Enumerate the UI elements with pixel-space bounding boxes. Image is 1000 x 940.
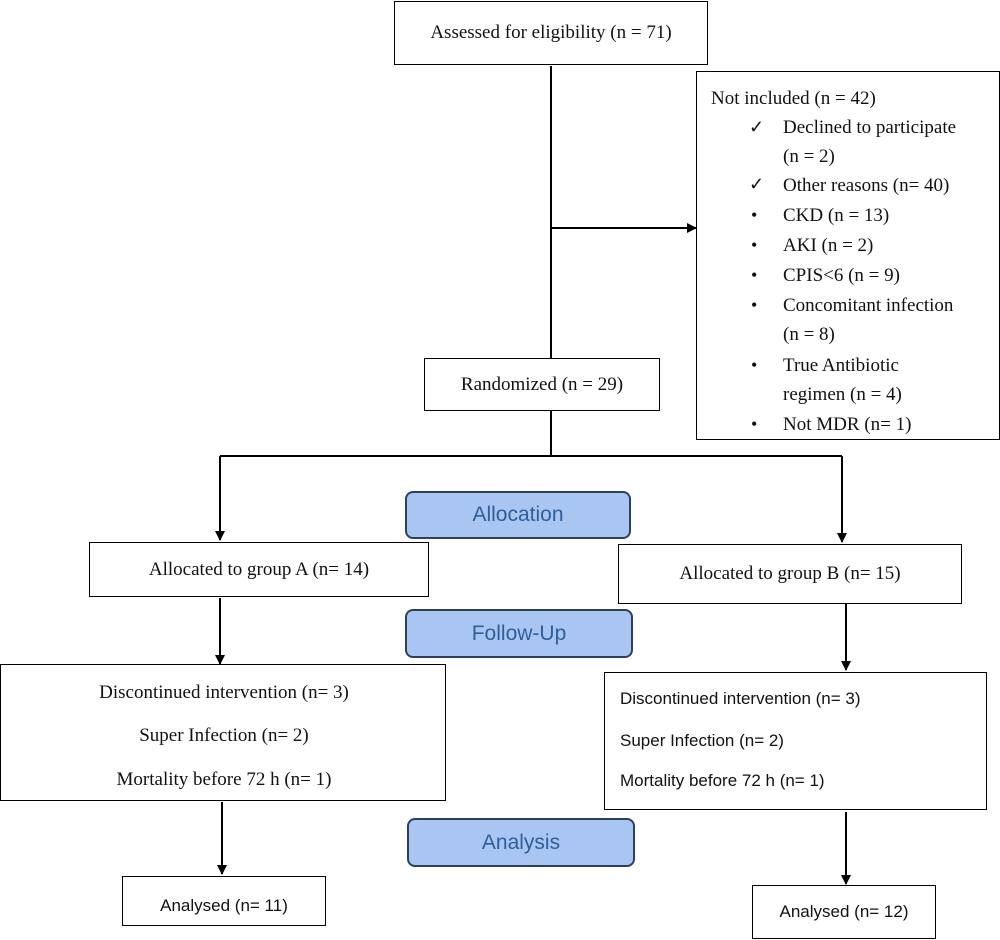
assessed-box: Assessed for eligibility (n = 71) (394, 1, 708, 65)
followup-stage-label: Follow-Up (405, 609, 633, 658)
group-b-super-infection: Super Infection (n= 2) (620, 731, 784, 750)
not-included-box: Not included (n = 42) ✓ Declined to part… (696, 71, 1000, 440)
group-a-followup-box: Discontinued intervention (n= 3) Super I… (0, 664, 446, 801)
group-b-allocation-label: Allocated to group B (n= 15) (679, 563, 901, 584)
group-b-mortality: Mortality before 72 h (n= 1) (620, 771, 825, 790)
group-a-discontinued: Discontinued intervention (n= 3) (99, 682, 349, 703)
group-a-analysed-box: Analysed (n= 11) (122, 876, 326, 926)
check-icon: ✓ (749, 117, 765, 137)
group-b-analysed-box: Analysed (n= 12) (752, 885, 936, 939)
antibiotic-label: True Antibiotic (783, 355, 899, 376)
group-a-super-infection: Super Infection (n= 2) (139, 725, 309, 746)
group-b-allocation-box: Allocated to group B (n= 15) (618, 544, 962, 604)
group-b-analysed-label: Analysed (n= 12) (779, 902, 909, 921)
bullet-icon: • (751, 265, 758, 285)
bullet-icon: • (751, 414, 758, 434)
bullet-icon: • (751, 355, 758, 375)
analysis-stage-label: Analysis (407, 818, 635, 867)
cpis-label: CPIS<6 (n = 9) (783, 265, 900, 286)
group-b-discontinued: Discontinued intervention (n= 3) (620, 689, 861, 708)
ckd-label: CKD (n = 13) (783, 205, 890, 226)
group-b-followup-box: Discontinued intervention (n= 3) Super I… (604, 672, 987, 810)
concomitant-label: Concomitant infection (783, 295, 954, 316)
group-a-analysed-label: Analysed (n= 11) (160, 896, 288, 915)
group-a-allocation-box: Allocated to group A (n= 14) (89, 542, 429, 597)
assessed-label: Assessed for eligibility (n = 71) (430, 22, 672, 43)
antibiotic-count: regimen (n = 4) (783, 384, 902, 405)
check-icon: ✓ (749, 174, 765, 194)
declined-label: Declined to participate (783, 117, 957, 138)
bullet-icon: • (751, 235, 758, 255)
declined-count: (n = 2) (783, 146, 835, 167)
randomized-box: Randomized (n = 29) (424, 358, 660, 411)
aki-label: AKI (n = 2) (783, 235, 874, 256)
not-included-title: Not included (n = 42) (711, 88, 876, 109)
bullet-icon: • (751, 295, 758, 315)
group-a-mortality: Mortality before 72 h (n= 1) (116, 769, 332, 790)
other-reasons-label: Other reasons (n= 40) (783, 175, 950, 196)
concomitant-count: (n = 8) (783, 324, 835, 345)
allocation-stage-label: Allocation (405, 491, 631, 539)
randomized-label: Randomized (n = 29) (460, 373, 624, 395)
group-a-allocation-label: Allocated to group A (n= 14) (148, 558, 370, 580)
not-mdr-label: Not MDR (n= 1) (783, 414, 912, 435)
bullet-icon: • (751, 205, 758, 225)
